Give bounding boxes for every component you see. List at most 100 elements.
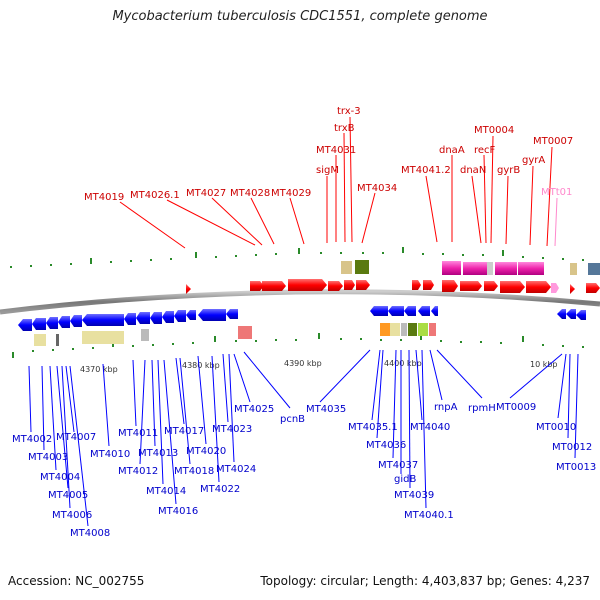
scale-tick-label: 10 kbp bbox=[530, 360, 558, 369]
forward-tick-row bbox=[10, 247, 584, 268]
gene-label: MT4035 bbox=[306, 404, 346, 415]
gene-label: MT4005 bbox=[48, 490, 88, 501]
gene-label: pcnB bbox=[280, 414, 305, 425]
gene-label: MT4018 bbox=[174, 466, 214, 477]
gene-arrow bbox=[418, 306, 430, 316]
gene-arrow bbox=[124, 313, 136, 325]
gene-arrow bbox=[412, 280, 421, 290]
gene-label: sigM bbox=[316, 165, 339, 176]
forward-leader-lines bbox=[119, 116, 553, 249]
gene-label: MT4008 bbox=[70, 528, 110, 539]
gene-arrow bbox=[46, 317, 58, 329]
genome-backbone bbox=[0, 289, 600, 315]
gene-label: gidB bbox=[394, 474, 416, 485]
gene-label: MT4016 bbox=[158, 506, 198, 517]
gene-arrow bbox=[431, 306, 438, 316]
gene-arrow bbox=[226, 309, 238, 319]
forward-annotation-boxes bbox=[341, 260, 600, 275]
gene-arrow bbox=[174, 310, 186, 322]
gene-label: rpmH bbox=[468, 403, 496, 414]
gene-label: dnaN bbox=[460, 165, 486, 176]
gene-arrow bbox=[162, 311, 174, 323]
gene-label: MT4026.1 bbox=[130, 190, 180, 201]
gene-label: MT4014 bbox=[146, 486, 186, 497]
gene-label: MT4011 bbox=[118, 428, 158, 439]
reverse-leader-lines bbox=[28, 349, 579, 527]
scale-tick-label: 4370 kbp bbox=[80, 365, 118, 374]
gene-arrow bbox=[526, 281, 551, 293]
gene-label: MT4040 bbox=[410, 422, 450, 433]
gene-label: dnaA bbox=[439, 145, 465, 156]
genome-map: 4370 kbp 4380 kbp 4390 kbp 4400 kbp 10 k… bbox=[0, 106, 600, 539]
gene-arrow bbox=[186, 310, 196, 320]
gene-label: MT0010 bbox=[536, 422, 576, 433]
gene-arrow bbox=[32, 318, 46, 330]
gene-arrow bbox=[250, 281, 264, 291]
gene-label: gyrA bbox=[522, 155, 545, 166]
scale-tick-label: 4390 kbp bbox=[284, 359, 322, 368]
reverse-labels: MT4002 MT4003 MT4004 MT4005 MT4006 MT400… bbox=[12, 402, 596, 539]
gene-arrow bbox=[356, 280, 370, 290]
gene-arrow bbox=[70, 315, 82, 327]
gene-arrow bbox=[388, 306, 404, 316]
gene-arrow bbox=[500, 281, 525, 293]
gene-label: MT0009 bbox=[496, 402, 536, 413]
gene-label: MT0004 bbox=[474, 125, 514, 136]
gene-arrow bbox=[136, 312, 150, 324]
reverse-strand-genes bbox=[18, 306, 586, 331]
gene-label: gyrB bbox=[497, 165, 520, 176]
gene-label: MT4040.1 bbox=[404, 510, 454, 521]
gene-label: MT4004 bbox=[40, 472, 80, 483]
gene-label: MT4020 bbox=[186, 446, 226, 457]
gene-arrow bbox=[484, 281, 498, 291]
gene-arrow bbox=[557, 309, 566, 319]
rna-leader-line bbox=[554, 197, 558, 247]
gene-label: trx-3 bbox=[337, 106, 361, 117]
gene-arrow bbox=[370, 306, 388, 316]
gene-arrow bbox=[150, 312, 162, 324]
gene-label: rnpA bbox=[434, 402, 458, 413]
gene-arrow bbox=[570, 284, 575, 294]
gene-label: MT0012 bbox=[552, 442, 592, 453]
reverse-annotation-boxes bbox=[34, 323, 436, 346]
gene-label: MT4003 bbox=[28, 452, 68, 463]
gene-label: MT4019 bbox=[84, 192, 124, 203]
gene-arrow bbox=[576, 310, 586, 320]
gene-label: MT4006 bbox=[52, 510, 92, 521]
gene-label: MT4022 bbox=[200, 484, 240, 495]
gene-arrow bbox=[442, 280, 458, 292]
gene-arrow bbox=[18, 319, 32, 331]
scale-tick-label: 4380 kbp bbox=[182, 361, 220, 370]
topology-text: Topology: circular; Length: 4,403,837 bp… bbox=[260, 574, 590, 588]
gene-label: MT4007 bbox=[56, 432, 96, 443]
gene-arrow bbox=[423, 280, 434, 290]
gene-arrow bbox=[198, 309, 226, 321]
gene-label: trxB bbox=[334, 123, 355, 134]
gene-label: MT4036 bbox=[366, 440, 406, 451]
gene-label: MT0007 bbox=[533, 136, 573, 147]
rna-gene-arrow bbox=[551, 283, 559, 293]
gene-label: MT4029 bbox=[271, 188, 311, 199]
gene-label: recF bbox=[474, 145, 496, 156]
gene-label: MT0013 bbox=[556, 462, 596, 473]
gene-arrow bbox=[460, 281, 482, 291]
gene-arrow bbox=[344, 280, 355, 290]
forward-strand-genes bbox=[186, 279, 600, 294]
gene-arrow bbox=[328, 281, 343, 291]
gene-arrow bbox=[262, 281, 286, 291]
rna-gene-label: MTt01 bbox=[541, 187, 572, 198]
gene-arrow bbox=[186, 284, 191, 294]
accession-text: Accession: NC_002755 bbox=[8, 574, 145, 588]
gene-label: MT4027 bbox=[186, 188, 226, 199]
gene-arrow bbox=[58, 316, 70, 328]
scale-tick-label: 4400 kbp bbox=[384, 359, 422, 368]
gene-label: MT4013 bbox=[138, 448, 178, 459]
gene-label: MT4017 bbox=[164, 426, 204, 437]
gene-arrow bbox=[288, 279, 327, 291]
gene-arrow bbox=[404, 306, 416, 316]
forward-labels: trx-3 trxB MT4031 sigM MT4034 MT4019 MT4… bbox=[84, 106, 573, 203]
gene-label: MT4037 bbox=[378, 460, 418, 471]
gene-arrow bbox=[82, 314, 124, 326]
gene-label: MT4012 bbox=[118, 466, 158, 477]
gene-label: MT4039 bbox=[394, 490, 434, 501]
